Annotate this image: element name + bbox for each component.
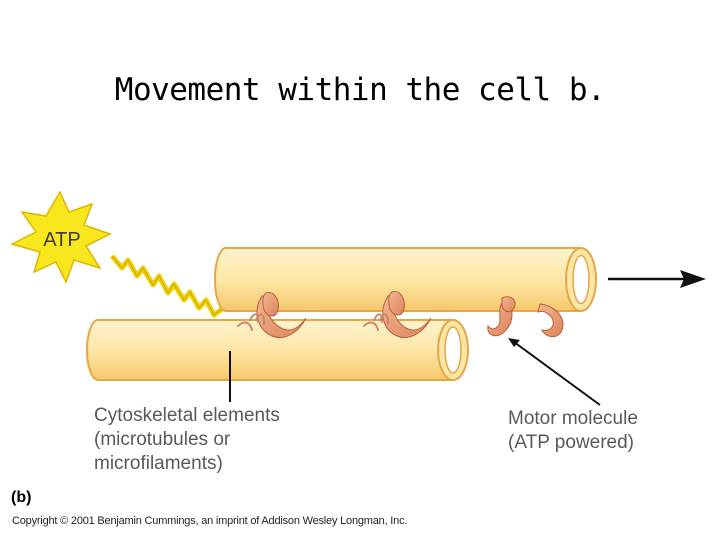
atp-burst-shape xyxy=(9,190,112,284)
upper-tube xyxy=(214,247,597,312)
copyright-text: Copyright © 2001 Benjamin Cummings, an i… xyxy=(12,515,408,527)
direction-arrow xyxy=(608,270,706,288)
motor-molecule-1 xyxy=(237,291,307,338)
motor-molecule-3 xyxy=(487,296,564,338)
motor-leader-line xyxy=(513,341,601,406)
motor-label-line-2: (ATP powered) xyxy=(508,432,635,453)
slide-title: Movement within the cell b. xyxy=(114,72,606,108)
atp-burst: ATP xyxy=(9,190,112,284)
cytoskeletal-label-line-3: microfilaments) xyxy=(94,453,223,474)
energy-zigzag xyxy=(110,254,224,318)
cytoskeletal-label-line-1: Cytoskeletal elements xyxy=(94,405,280,426)
motor-molecule-label: Motor molecule (ATP powered) xyxy=(508,407,638,455)
cytoskeletal-label: Cytoskeletal elements (microtubules or m… xyxy=(94,404,280,476)
lower-tube xyxy=(86,319,469,381)
cytoskeletal-label-line-2: (microtubules or xyxy=(94,429,231,450)
motor-label-line-1: Motor molecule xyxy=(508,408,638,429)
atp-label: ATP xyxy=(43,229,80,251)
motor-molecule-2 xyxy=(363,290,432,338)
panel-label: (b) xyxy=(11,489,32,506)
